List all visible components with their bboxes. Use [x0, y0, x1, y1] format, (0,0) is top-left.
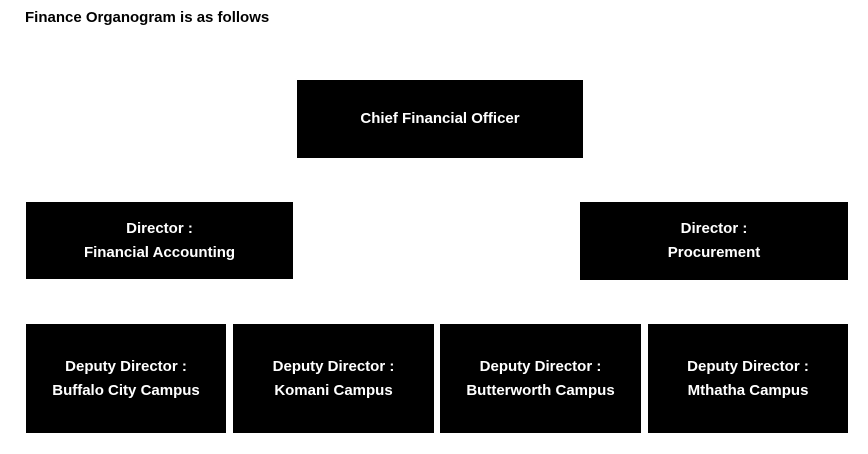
page-title: Finance Organogram is as follows — [25, 9, 270, 26]
node-label-unit: Buffalo City Campus — [52, 381, 200, 399]
node-label-role: Deputy Director : — [479, 357, 602, 375]
node-label-unit: Komani Campus — [274, 381, 393, 399]
node-label-unit: Butterworth Campus — [466, 381, 615, 399]
node-label-role: Deputy Director : — [272, 357, 395, 375]
node-label: Chief Financial Officer — [360, 110, 520, 127]
org-node-director-financial-accounting: Director : Financial Accounting — [26, 202, 293, 279]
org-node-deputy-director-mthatha: Deputy Director : Mthatha Campus — [648, 324, 848, 433]
org-node-director-procurement: Director : Procurement — [580, 202, 848, 280]
org-node-chief-financial-officer: Chief Financial Officer — [297, 80, 583, 158]
org-node-deputy-director-butterworth: Deputy Director : Butterworth Campus — [440, 324, 641, 433]
node-label-unit: Procurement — [667, 244, 761, 261]
org-node-deputy-director-buffalo-city: Deputy Director : Buffalo City Campus — [26, 324, 226, 433]
node-label-role: Director : — [126, 219, 193, 237]
node-label-role: Deputy Director : — [65, 357, 187, 375]
node-label-role: Director : — [680, 220, 748, 237]
node-label-unit: Financial Accounting — [83, 243, 236, 261]
node-label-role: Deputy Director : — [687, 357, 809, 375]
node-label-unit: Mthatha Campus — [687, 381, 809, 399]
org-node-deputy-director-komani: Deputy Director : Komani Campus — [233, 324, 434, 433]
